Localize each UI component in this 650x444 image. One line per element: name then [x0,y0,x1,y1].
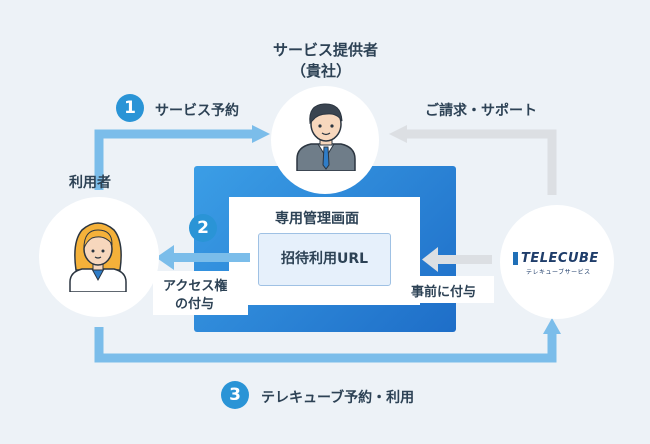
telecube-logo-subtitle: テレキューブサービス [526,269,591,276]
user-label: 利用者 [69,175,111,191]
provider-subtitle: （貴社） [291,62,352,80]
woman-user-icon [69,222,127,292]
step-3-badge: 3 [221,381,249,409]
pre-grant-label: 事前に付与 [411,285,477,300]
arrow-head-billing [389,125,407,143]
step-1-label: サービス予約 [155,103,239,119]
step-2-label-line2: の付与 [175,297,215,312]
telecube-logo: TELECUBE テレキューブサービス [513,251,613,277]
telecube-logo-title: TELECUBE [521,251,599,266]
provider-title: サービス提供者 [273,41,379,59]
arrow-telecube-reservation [94,327,557,363]
arrow-head-pre-grant [422,247,438,272]
access-grant-label-box: アクセス権 の付与 [153,271,248,315]
admin-screen-title: 専用管理画面 [275,211,359,227]
step-1-badge: 1 [116,94,144,122]
billing-support-label: ご請求・サポート [425,103,537,119]
step-3-label: テレキューブ予約・利用 [261,390,415,406]
telecube-circle [500,205,614,319]
businessman-icon [296,103,356,171]
step-2-label-line1: アクセス権 [163,279,228,294]
arrow-head-to-provider [252,125,270,143]
arrow-head-to-user [156,245,174,270]
arrow-pre-grant-shaft [437,255,492,264]
pre-grant-label-box: 事前に付与 [405,276,494,303]
arrow-head-to-telecube [543,318,561,334]
step-2-badge: 2 [189,214,217,242]
logo-mark [513,252,518,265]
invite-url-box: 招待利用URL [258,233,391,286]
arrow-service-reservation [94,129,255,190]
arrow-access-grant-shaft [172,253,250,262]
arrow-billing-support [404,129,557,195]
